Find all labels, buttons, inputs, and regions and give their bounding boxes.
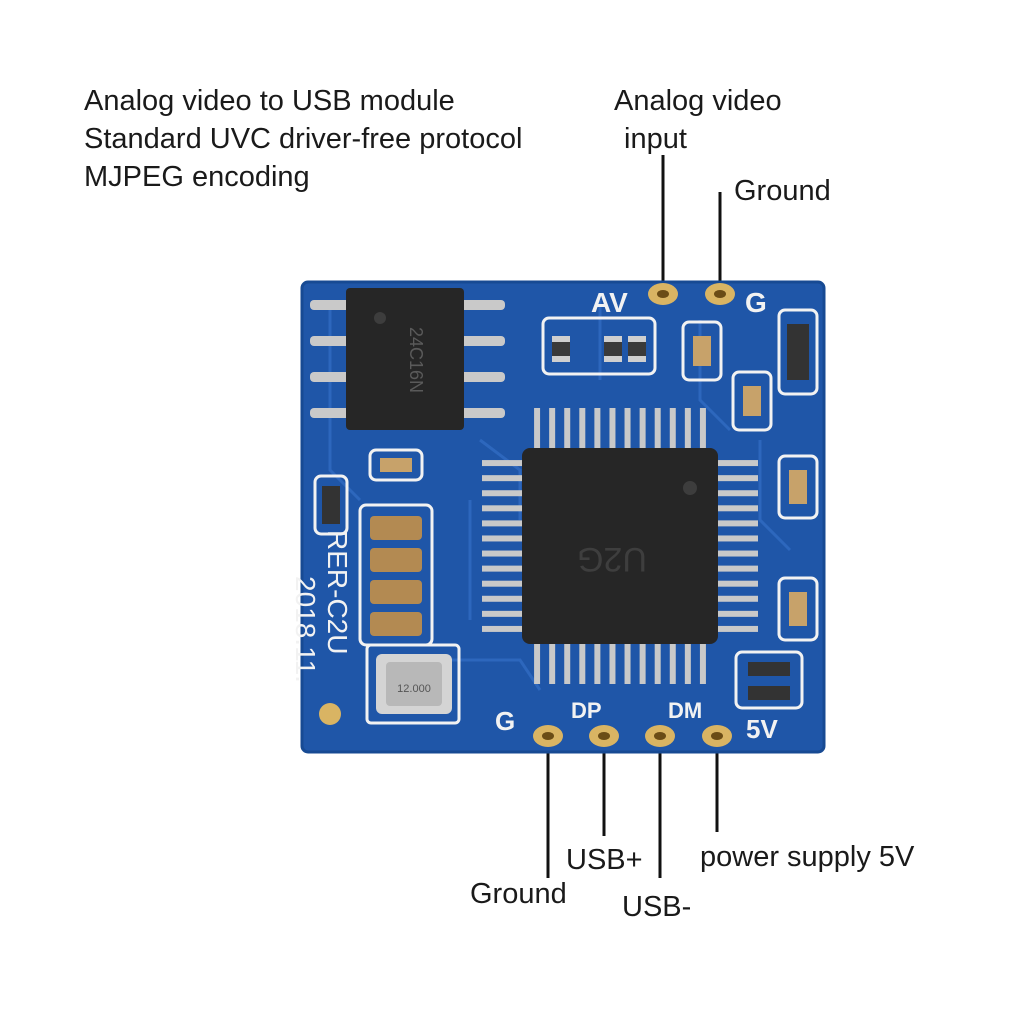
label-usb-minus: USB-: [622, 891, 692, 923]
qfp-pin: [669, 644, 676, 684]
qfp-pin: [482, 595, 522, 602]
silk-g-top: G: [745, 287, 767, 318]
silk-dp: DP: [571, 698, 602, 723]
qfp-pin: [482, 460, 522, 467]
qfp-pin: [594, 644, 601, 684]
qfp-pin: [718, 505, 758, 512]
label-analog-video-line-1: Analog video: [614, 85, 782, 117]
qfp-pin: [654, 644, 661, 684]
qfp-pin: [482, 475, 522, 482]
qfp-pin: [564, 644, 571, 684]
module-description: Analog video to USB module Standard UVC …: [84, 82, 522, 196]
qfp-pin: [482, 550, 522, 557]
callout-lines: [546, 155, 722, 878]
qfp-pin: [564, 408, 571, 448]
qfp-pin: [482, 490, 522, 497]
qfp-pin: [609, 644, 616, 684]
eeprom-label: 24C16N: [406, 327, 426, 393]
label-analog-video-line-2: input: [624, 123, 687, 155]
label-usb-plus: USB+: [566, 844, 643, 876]
smd-components: [322, 324, 809, 700]
qfp-pin: [579, 644, 586, 684]
qfp-pin: [482, 535, 522, 542]
qfp-pin: [718, 580, 758, 587]
qfp-pin: [718, 490, 758, 497]
description-line-3: MJPEG encoding: [84, 161, 310, 193]
qfp-pin: [639, 644, 646, 684]
mounting-pad: [319, 703, 341, 725]
qfp-pin: [482, 625, 522, 632]
qfp-pin: [718, 520, 758, 527]
qfp-pin: [482, 580, 522, 587]
qfp-pin: [684, 644, 691, 684]
silkscreen-labels: AV G G DP DM 5V: [495, 287, 778, 744]
main-chip: U2G: [522, 448, 718, 644]
qfp-pin: [718, 595, 758, 602]
qfp-pin: [482, 610, 522, 617]
qfp-pin: [718, 550, 758, 557]
qfp-pin: [699, 644, 706, 684]
qfp-pin: [718, 565, 758, 572]
qfp-pin: [639, 408, 646, 448]
qfp-pin: [718, 475, 758, 482]
qfp-pin: [534, 644, 541, 684]
silk-model: RER-C2U: [322, 530, 353, 654]
qfp-pin: [549, 644, 556, 684]
label-analog-video-input: Analog video input: [614, 82, 782, 158]
qfp-pin: [624, 644, 631, 684]
silk-5v: 5V: [746, 714, 778, 744]
silk-av: AV: [591, 287, 628, 318]
qfp-pin: [654, 408, 661, 448]
pad-row-top: [648, 283, 735, 305]
pad-row-bottom: [533, 725, 732, 747]
label-ground-top: Ground: [734, 175, 831, 207]
silk-date: 2018.11.: [290, 576, 321, 683]
silk-dm: DM: [668, 698, 702, 723]
qfp-pin: [718, 610, 758, 617]
qfp-pin: [594, 408, 601, 448]
qfp-pin: [669, 408, 676, 448]
qfp-pin: [534, 408, 541, 448]
qfp-pin: [482, 520, 522, 527]
description-line-1: Analog video to USB module: [84, 85, 455, 117]
main-chip-pins: [482, 408, 758, 684]
qfp-pin: [718, 460, 758, 467]
qfp-pin: [699, 408, 706, 448]
qfp-pin: [624, 408, 631, 448]
description-line-2: Standard UVC driver-free protocol: [84, 123, 523, 155]
main-chip-label: U2G: [577, 540, 647, 578]
qfp-pin: [718, 625, 758, 632]
silk-g-bottom: G: [495, 706, 515, 736]
silkscreen-outlines: [313, 308, 819, 725]
qfp-pin: [684, 408, 691, 448]
label-power-supply: power supply 5V: [700, 841, 915, 873]
qfp-pin: [482, 505, 522, 512]
crystal-oscillator: 12.000: [376, 654, 452, 714]
qfp-pin: [579, 408, 586, 448]
qfp-pin: [482, 565, 522, 572]
eeprom-chip: 24C16N: [310, 288, 505, 430]
qfp-pin: [609, 408, 616, 448]
crystal-label: 12.000: [397, 683, 431, 695]
qfp-pin: [549, 408, 556, 448]
label-ground-bottom: Ground: [470, 878, 567, 910]
qfp-pin: [718, 535, 758, 542]
